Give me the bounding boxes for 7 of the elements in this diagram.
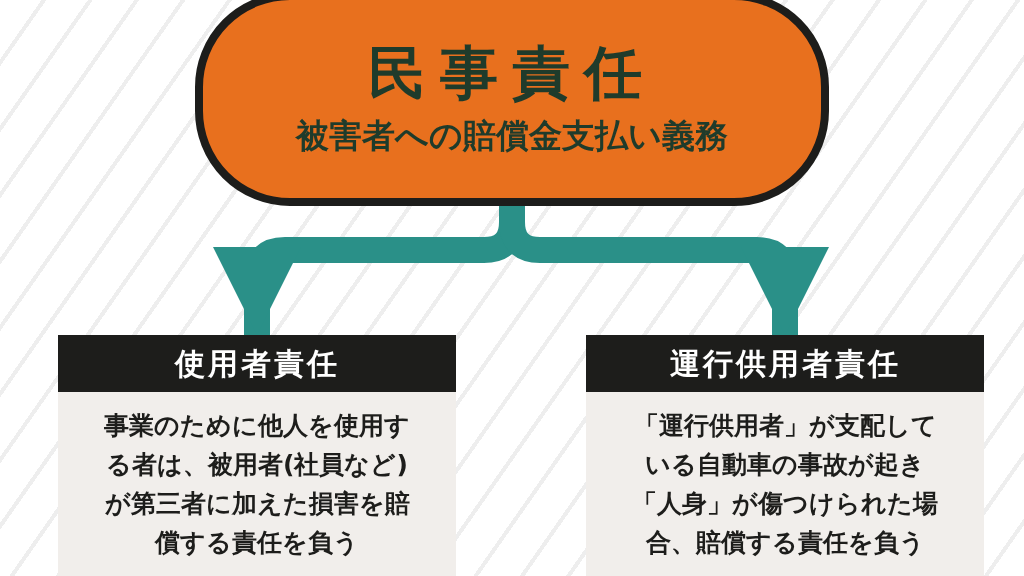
title-box [195, 0, 829, 206]
card-body: 事業のために他人を使用する者は、被用者(社員など)が第三者に加えた損害を賠償する責任を負う [58, 392, 456, 576]
card-heading: 使用者責任 [58, 335, 456, 392]
subtitle-text: 被害者への賠償金支払い義務 [296, 116, 728, 156]
card-heading: 運行供用者責任 [586, 335, 984, 392]
card-body: 「運行供用者」が支配している自動車の事故が起き「人身」が傷つけられた場合、賠償する責任を負う [586, 392, 984, 576]
title-text: 民事責任 [368, 42, 656, 107]
